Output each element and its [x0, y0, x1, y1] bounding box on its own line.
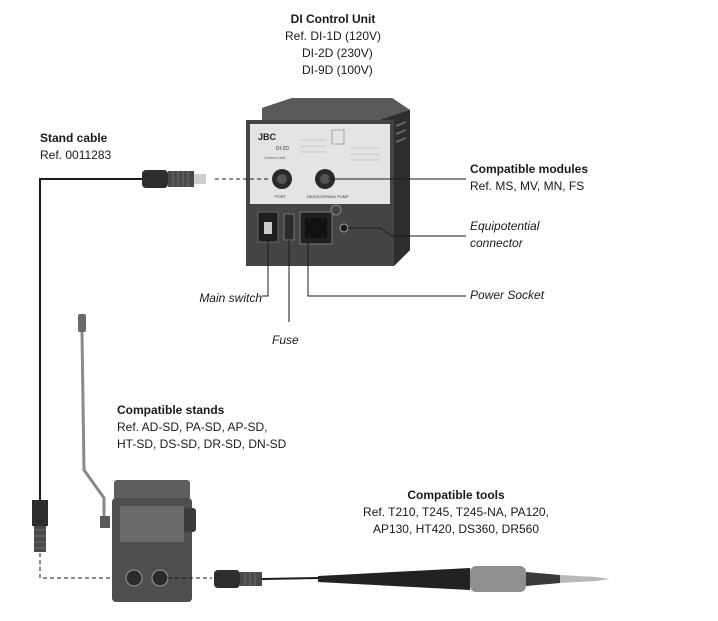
panel-brand: JBC [258, 132, 277, 142]
stand-top [114, 480, 190, 500]
soldering-tool [214, 566, 610, 592]
compatible-stands-label: Compatible stands Ref. AD-SD, PA-SD, AP-… [117, 403, 287, 451]
control-unit: JBC DI-2D Control Unit PORT DESOLDERING … [246, 98, 410, 266]
tool-grip [318, 568, 470, 590]
control-unit-ref-1: Ref. DI-1D (120V) [284, 29, 382, 43]
compatible-tools-title: Compatible tools [407, 488, 505, 502]
compatible-modules-label: Compatible modules Ref. MS, MV, MN, FS [470, 161, 588, 195]
compatible-stands-title: Compatible stands [117, 403, 225, 417]
compatible-modules-ref: Ref. MS, MV, MN, FS [470, 179, 585, 193]
stand-cable-label: Stand cable Ref. 0011283 [40, 130, 111, 164]
control-unit-ref-2: DI-2D (230V) [302, 46, 373, 60]
main-switch-label: Main switch [199, 291, 262, 305]
fuse-holder [283, 213, 295, 241]
tool-stand [78, 314, 212, 602]
control-unit-title: DI Control Unit [290, 12, 376, 26]
control-unit-label: DI Control Unit Ref. DI-1D (120V) [258, 11, 408, 45]
compatible-modules-title: Compatible modules [470, 162, 589, 176]
power-socket-label: Power Socket [470, 288, 545, 302]
stand-cable [32, 170, 268, 579]
equipotential-terminal [339, 223, 349, 233]
callout-leaders [262, 178, 466, 322]
front-label-panel [250, 124, 390, 204]
panel-model: DI-2D [276, 146, 289, 152]
compatible-tools-label: Compatible tools Ref. T210, T245, T245-N… [336, 487, 576, 538]
control-unit-ref-3: DI-9D (100V) [302, 63, 373, 77]
tool-handle [470, 566, 526, 592]
stand-cable-ref: Ref. 0011283 [40, 148, 112, 162]
cable-connector-top [142, 170, 168, 188]
svg-text:PORT: PORT [275, 194, 287, 199]
panel-subtitle: Control Unit [264, 155, 286, 160]
svg-text:DESOLDERING PUMP: DESOLDERING PUMP [307, 194, 349, 199]
tool-tip [560, 575, 610, 583]
fuse-label: Fuse [272, 333, 299, 347]
cable-connector-bottom [32, 500, 48, 526]
stand-cable-title: Stand cable [40, 131, 108, 145]
equipotential-label: Equipotential connector [470, 219, 540, 250]
